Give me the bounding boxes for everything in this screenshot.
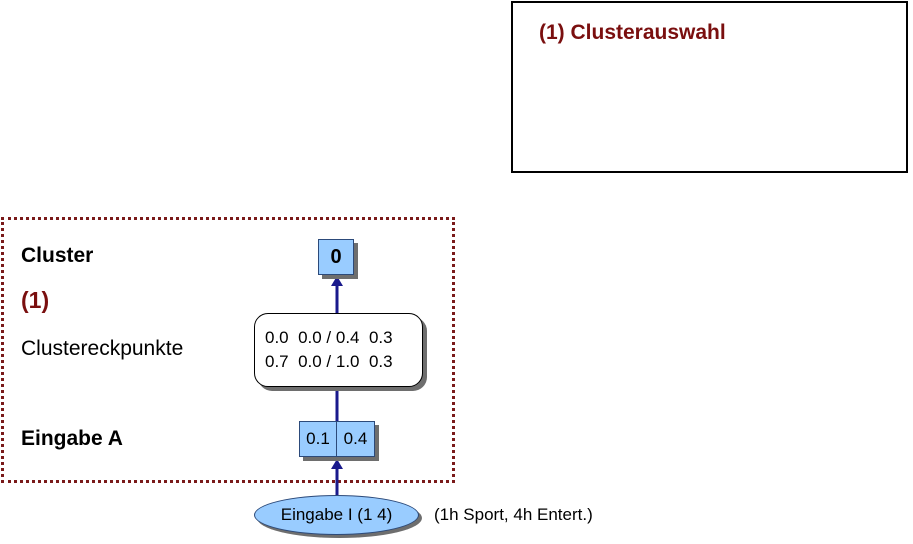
- eingabe-ellipse: Eingabe I (1 4): [254, 495, 419, 535]
- eckpunkte-row: 0.0 0.0 / 0.4 0.3: [265, 328, 393, 347]
- cluster-output-node: 0: [318, 239, 354, 275]
- input-cell: 0.1: [299, 421, 337, 457]
- clustereckpunkte-box: 0.0 0.0 / 0.4 0.3 0.7 0.0 / 1.0 0.3: [254, 313, 423, 387]
- input-cell: 0.4: [336, 421, 375, 457]
- eckpunkte-row: 0.7 0.0 / 1.0 0.3: [265, 352, 393, 371]
- clustereckpunkte-label: Clustereckpunkte: [21, 337, 184, 360]
- cluster-number: (1): [21, 287, 50, 313]
- eingabe-description: (1h Sport, 4h Entert.): [434, 505, 593, 524]
- cluster-label: Cluster: [21, 244, 94, 267]
- eingabe-a-label: Eingabe A: [21, 427, 123, 450]
- title-text: (1) Clusterauswahl: [539, 21, 726, 44]
- title-box: (1) Clusterauswahl: [511, 1, 908, 173]
- cluster-panel-frame: [1, 217, 455, 483]
